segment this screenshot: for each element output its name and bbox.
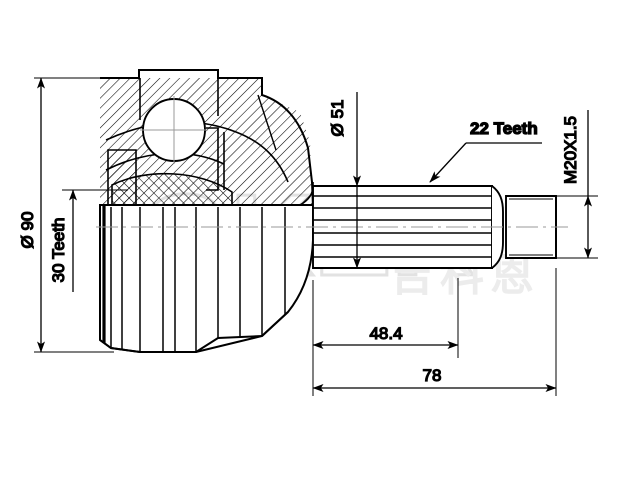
dimension-outer-teeth: 22 Teeth <box>429 118 542 183</box>
ball-centre-cross <box>140 96 208 164</box>
outer-race-curve <box>105 121 289 183</box>
leader-line-22teeth <box>429 142 467 183</box>
dimension-shaft-diameter: Ø 51 <box>327 92 376 269</box>
dim-label-outer-diameter: Ø 90 <box>18 212 37 249</box>
dimension-annotations: Ø 90 30 Teeth Ø 51 22 Teeth <box>17 77 598 396</box>
splined-shaft <box>299 182 557 269</box>
dim-label-inner-teeth: 30 Teeth <box>49 218 68 283</box>
bell-housing-upper-section <box>100 69 314 213</box>
housing-edge-3 <box>257 94 277 151</box>
shaft-spline-grooves <box>313 195 492 258</box>
dim-label-shaft-diameter: Ø 51 <box>328 100 347 137</box>
dim-label-outer-teeth: 22 Teeth <box>470 119 538 138</box>
dimension-spline-length: 48.4 <box>312 278 459 358</box>
dimension-thread-spec: M20X1.5 <box>556 110 598 259</box>
dim-label-total-length: 78 <box>423 366 442 385</box>
dim-label-spline-length: 48.4 <box>369 324 402 343</box>
left-race-band-hatch <box>108 150 135 205</box>
cage-arm-right <box>206 127 219 191</box>
cv-joint-geometry <box>96 69 568 353</box>
housing-outer-contour <box>100 69 314 208</box>
bell-housing-lower-body <box>99 204 314 353</box>
dimension-total-length: 78 <box>312 268 557 396</box>
dimension-outer-diameter: Ø 90 <box>17 77 114 353</box>
dimension-inner-teeth: 30 Teeth <box>48 189 128 292</box>
dim-label-thread-spec: M20X1.5 <box>561 116 580 184</box>
lower-spline-lines <box>110 207 286 352</box>
